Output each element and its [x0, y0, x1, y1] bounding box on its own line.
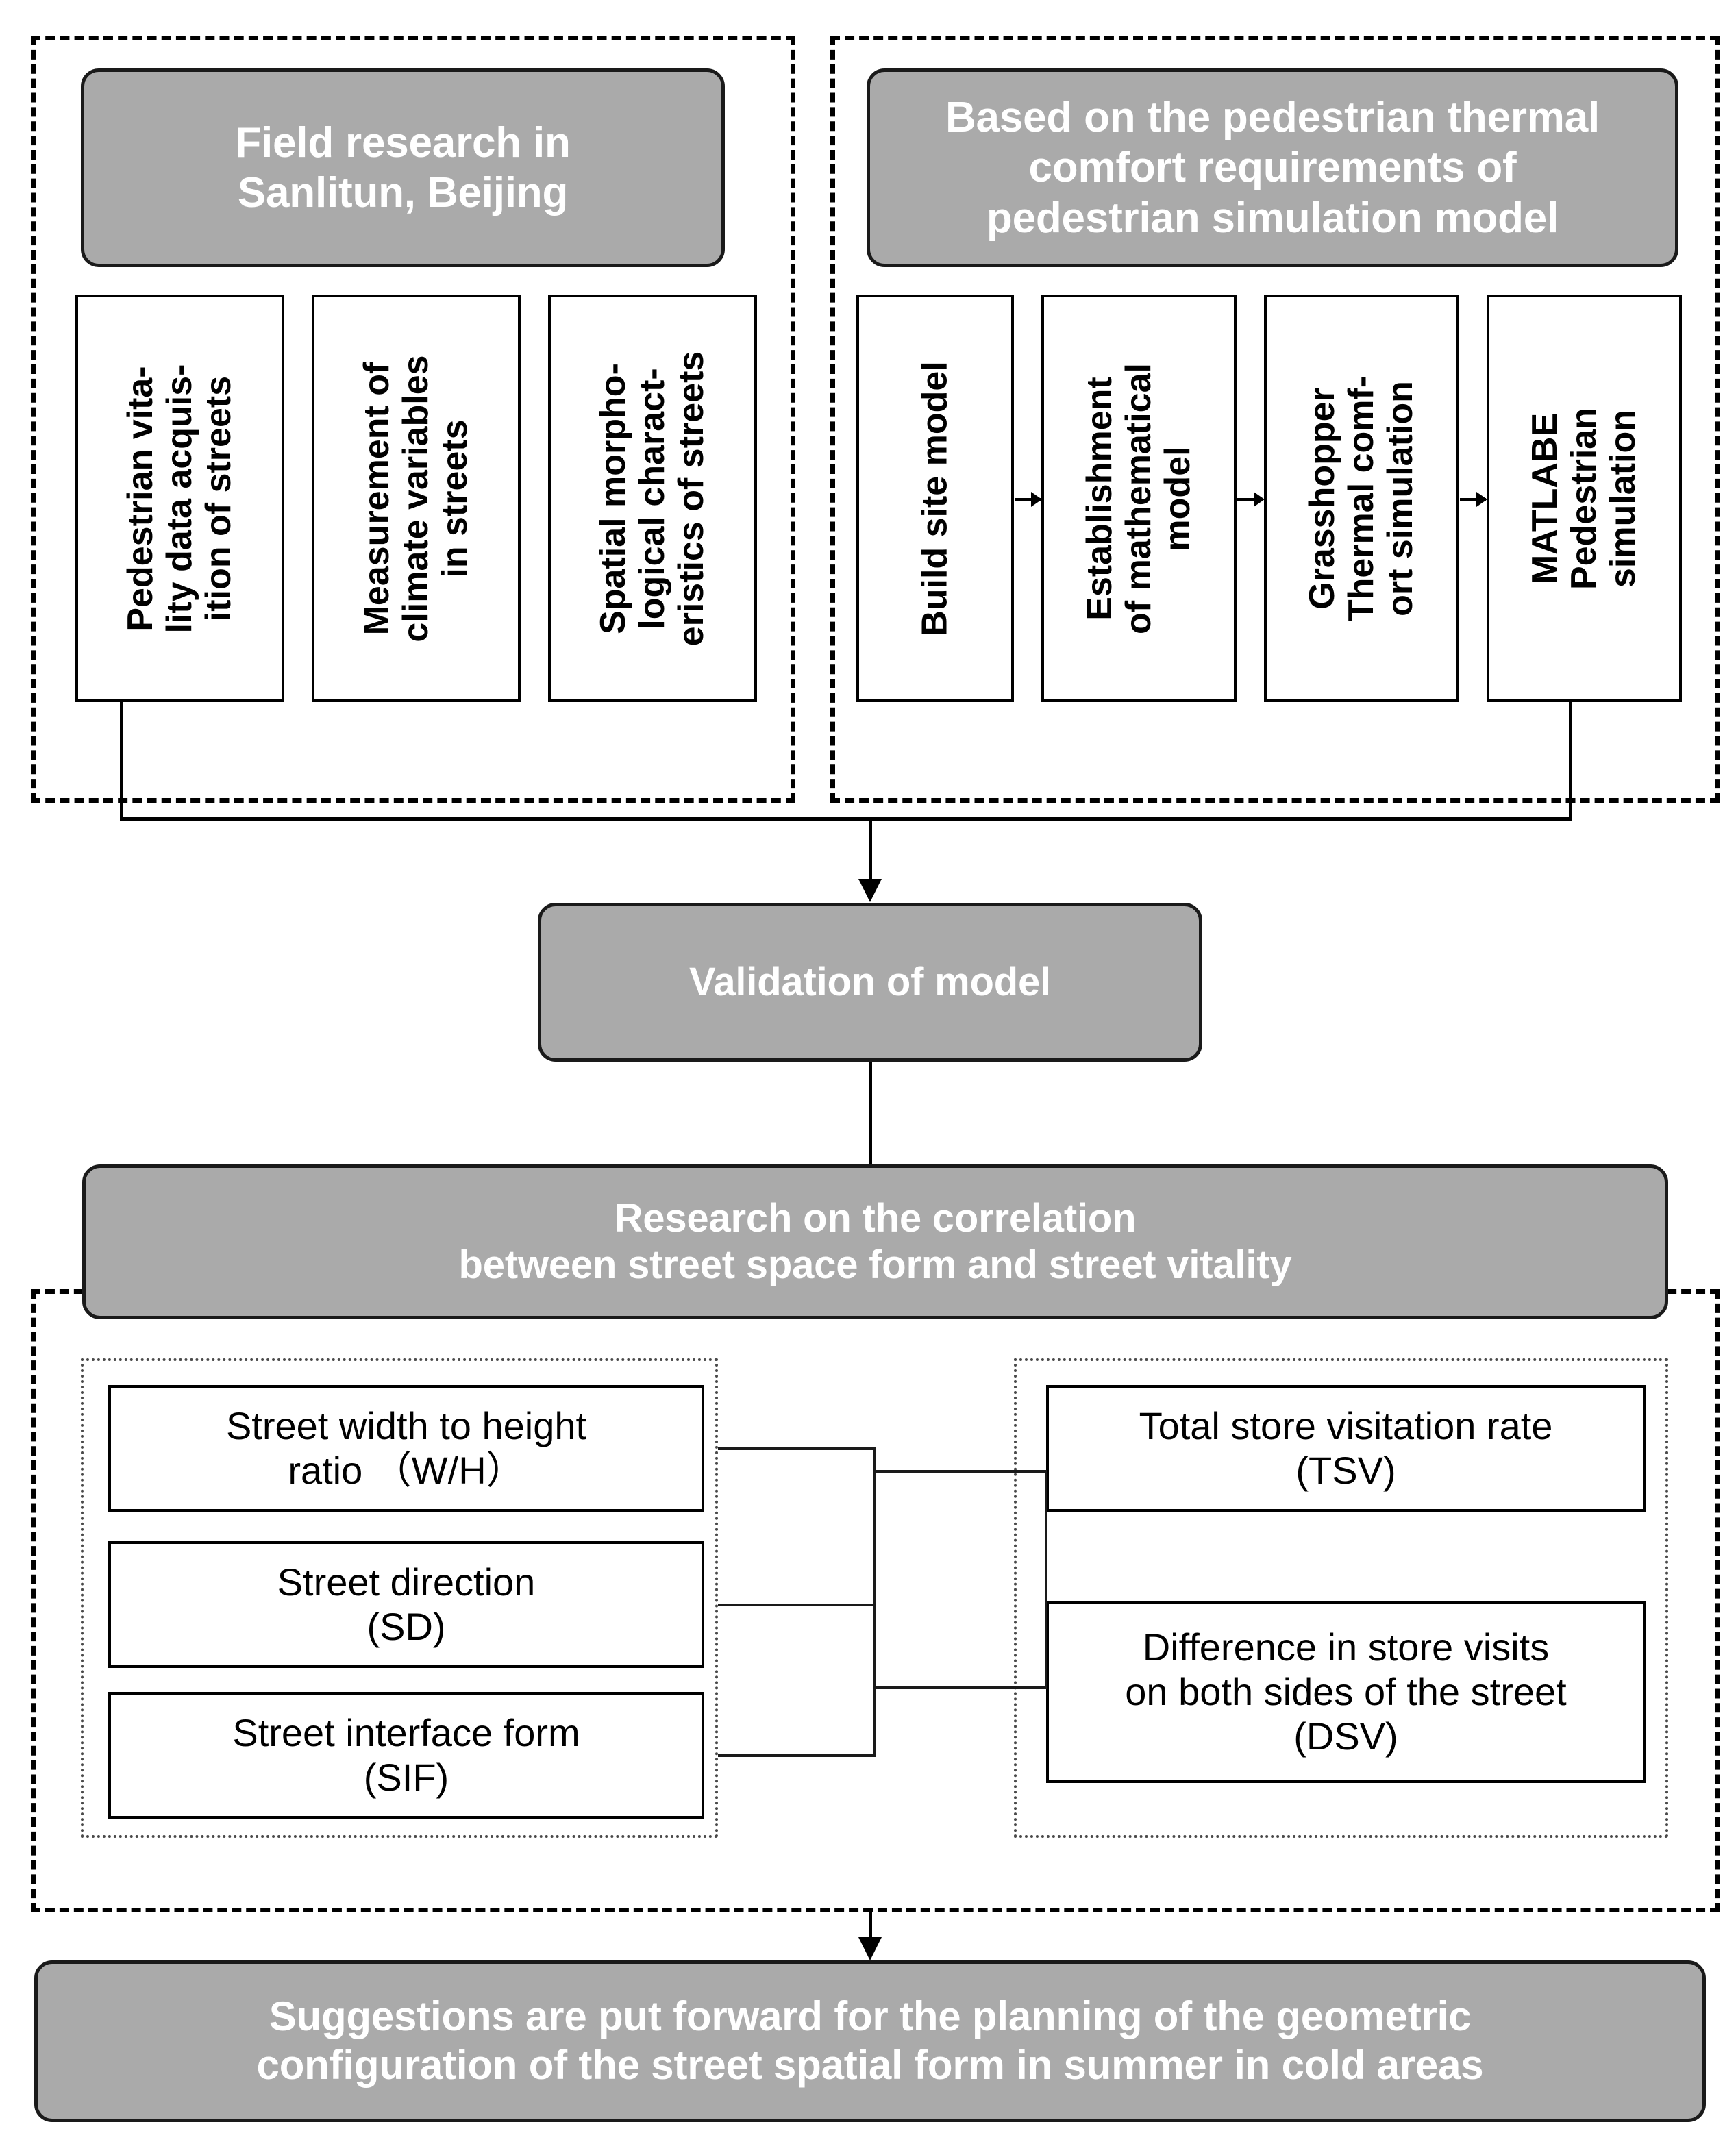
- panel-independent-variables: [81, 1358, 718, 1838]
- box-spatial-morphological-characteristics: Spatial morpho- logical charact- eristic…: [548, 295, 757, 702]
- arrow-down-icon-to-suggestions: [858, 1937, 882, 1960]
- connector-left-bracket-bus: [873, 1447, 876, 1757]
- connector-validation-to-correlation: [869, 1062, 872, 1247]
- box-spatial-morphological-characteristics-label: Spatial morpho- logical charact- eristic…: [593, 351, 712, 646]
- group-pedestrian-simulation: [830, 36, 1720, 803]
- arrow-right-icon-grasshopper-to-matlab: [1460, 492, 1487, 507]
- box-pedestrian-vitality-data: Pedestrian vita- lity data acquis- ition…: [75, 295, 284, 702]
- connector-sif-stub: [718, 1754, 876, 1757]
- connector-to-suggestions: [869, 1912, 872, 1940]
- connector-to-validation: [869, 817, 872, 880]
- connector-sd-stub: [718, 1604, 876, 1606]
- box-difference-in-store-visits: Difference in store visits on both sides…: [1046, 1601, 1646, 1783]
- box-grasshopper-thermal-comfort-label: Grasshopper Thermal comf- ort simulation: [1302, 375, 1421, 621]
- box-build-site-model-label: Build site model: [915, 360, 955, 636]
- connector-right-bracket-bus: [1045, 1470, 1047, 1689]
- box-pedestrian-vitality-data-label: Pedestrian vita- lity data acquis- ition…: [120, 364, 239, 633]
- connector-to-tsv: [873, 1470, 1047, 1473]
- connector-wh-stub: [718, 1447, 876, 1450]
- box-total-store-visitation-rate: Total store visitation rate (TSV): [1046, 1385, 1646, 1512]
- banner-correlation-research: Research on the correlation between stre…: [82, 1164, 1668, 1319]
- box-street-interface-form: Street interface form (SIF): [108, 1692, 704, 1819]
- box-mathematical-model: Establishment of mathematical model: [1041, 295, 1237, 702]
- banner-validation-of-model: Validation of model: [538, 903, 1202, 1062]
- box-climate-variable-measurement-label: Measurement of climate variables in stre…: [356, 354, 475, 643]
- group-field-research: [31, 36, 795, 803]
- connector-left-down: [120, 701, 123, 821]
- box-build-site-model: Build site model: [856, 295, 1014, 702]
- banner-suggestions: Suggestions are put forward for the plan…: [34, 1960, 1706, 2122]
- arrow-right-icon-site-to-math: [1015, 492, 1042, 507]
- box-mathematical-model-label: Establishment of mathematical model: [1079, 362, 1198, 634]
- connector-merge-bus: [120, 817, 1572, 821]
- box-grasshopper-thermal-comfort: Grasshopper Thermal comf- ort simulation: [1264, 295, 1459, 702]
- connector-right-down: [1569, 701, 1572, 821]
- connector-to-dsv: [873, 1686, 1047, 1689]
- box-street-width-to-height-ratio: Street width to height ratio （W/H）: [108, 1385, 704, 1512]
- box-matlab-pedestrian-simulation-label: MATLABE Pedestrian simulation: [1524, 407, 1644, 590]
- banner-pedestrian-simulation: Based on the pedestrian thermal comfort …: [867, 68, 1678, 267]
- box-climate-variable-measurement: Measurement of climate variables in stre…: [312, 295, 521, 702]
- panel-dependent-variables: [1014, 1358, 1668, 1838]
- banner-field-research: Field research in Sanlitun, Beijing: [81, 68, 725, 267]
- arrow-down-icon-to-validation: [858, 879, 882, 902]
- arrow-right-icon-math-to-grasshopper: [1237, 492, 1265, 507]
- box-matlab-pedestrian-simulation: MATLABE Pedestrian simulation: [1487, 295, 1682, 702]
- box-street-direction: Street direction (SD): [108, 1541, 704, 1668]
